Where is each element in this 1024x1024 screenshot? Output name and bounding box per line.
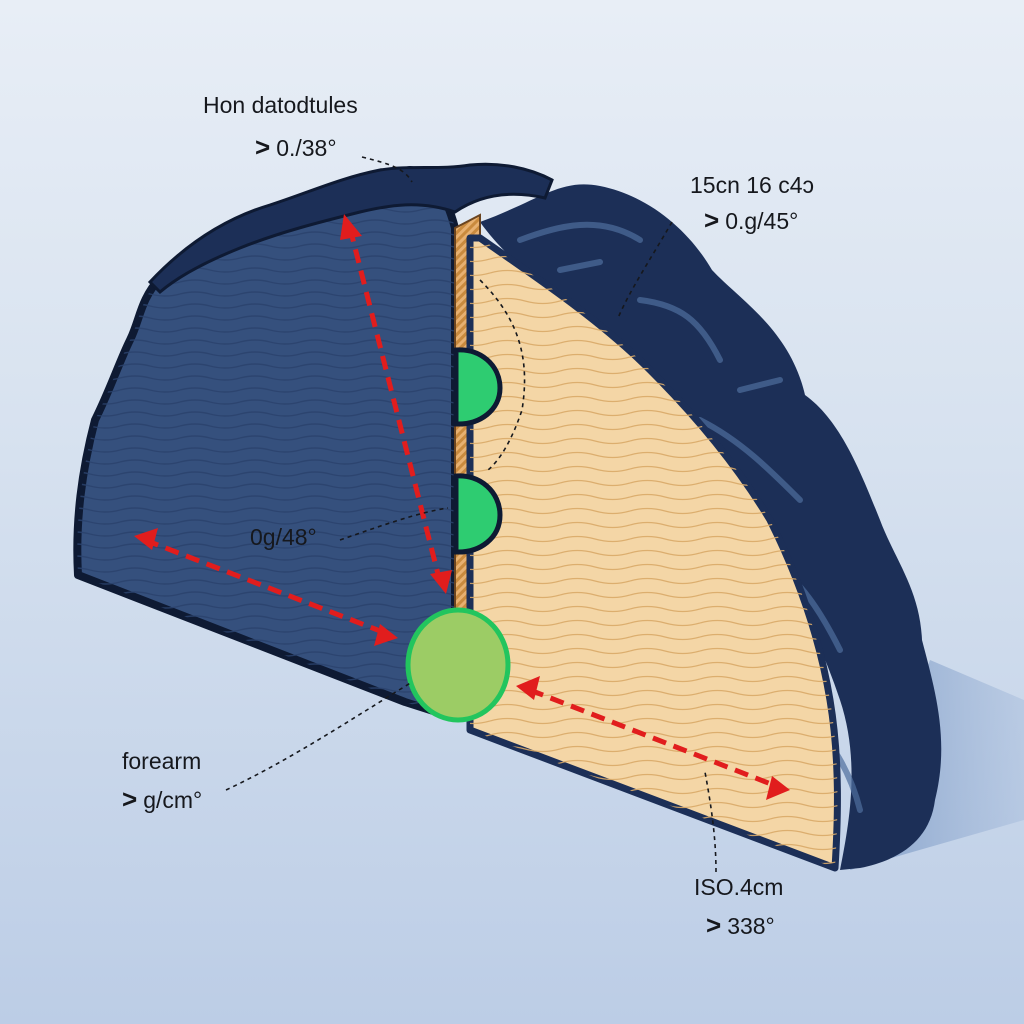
leader-line-inner (479, 279, 526, 471)
chevron-right-icon: > (706, 910, 722, 940)
label-bottom-right-number: 338° (727, 913, 775, 939)
label-bottom-right-value: >338° (706, 910, 775, 941)
label-top-left-title: Hon datodtules (203, 92, 358, 118)
green-marker-upper (453, 347, 503, 427)
chevron-right-icon: > (122, 784, 138, 814)
bark-top (147, 162, 554, 295)
green-marker-middle (453, 473, 503, 555)
label-top-left-value: >0./38° (255, 132, 337, 163)
arrowheads (134, 214, 790, 800)
bark-right (480, 184, 942, 870)
arrowhead (516, 676, 540, 700)
arrowhead (134, 528, 158, 550)
leader-lines (225, 156, 717, 873)
leader-line-bottom-right (704, 771, 717, 873)
leader-line-bottom-left (225, 681, 413, 791)
label-top-right-value: >0.g/45° (704, 205, 798, 236)
arrowhead (374, 624, 398, 646)
green-marker-large (405, 607, 511, 723)
arrowhead (766, 776, 790, 800)
label-bottom-right-title: ISO.4cm (694, 874, 784, 900)
measure-arrow-right (529, 687, 777, 789)
label-top-right-title: 15cn 16 c4ɔ (690, 172, 815, 198)
label-bottom-left-title: forearm (122, 748, 202, 774)
measure-arrow-diagonal (347, 227, 443, 583)
measure-arrows (144, 227, 777, 789)
chevron-right-icon: > (255, 132, 271, 162)
leader-line-top-left (361, 156, 413, 183)
label-bottom-left-value: >g/cm° (122, 784, 202, 815)
arrowhead (340, 214, 362, 240)
label-top-right-number: 0.g/45° (725, 208, 799, 234)
label-top-left-number: 0./38° (276, 135, 337, 161)
label-center-value: 0g/48° (250, 524, 317, 550)
chevron-right-icon: > (704, 205, 720, 235)
arrowhead (430, 570, 452, 594)
label-bottom-left-number: g/cm° (143, 787, 203, 813)
